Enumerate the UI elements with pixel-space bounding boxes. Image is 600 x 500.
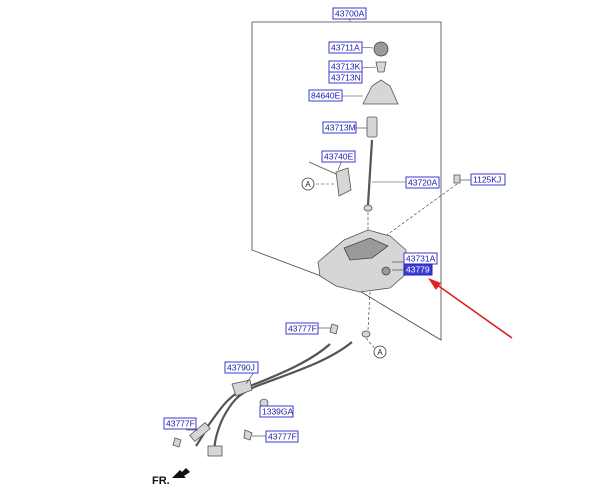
label-43711a[interactable]: 43711A xyxy=(328,41,363,54)
label-43790j-text: 43790J xyxy=(227,363,255,373)
shift-lever-rod xyxy=(366,139,374,206)
label-84640e-text: 84640E xyxy=(311,91,341,101)
label-84640e[interactable]: 84640E xyxy=(308,89,343,102)
callout-a-lower-leader xyxy=(365,337,377,351)
screw-dashed-line xyxy=(379,183,458,241)
label-43731a[interactable]: 43731A xyxy=(403,252,438,265)
label-43790j[interactable]: 43790J xyxy=(224,361,259,374)
label-43713k-text: 43713K xyxy=(331,62,361,72)
callout-a-lower-text: A xyxy=(377,348,383,357)
housing-cable-dash xyxy=(367,291,371,331)
leader-43713k xyxy=(360,66,377,69)
shifter-housing-top xyxy=(343,237,389,261)
label-43720a-text: 43720A xyxy=(408,178,438,188)
shift-knob-ball xyxy=(373,41,389,57)
lever-sleeve-part xyxy=(366,116,378,138)
label-1339ga[interactable]: 1339GA xyxy=(259,405,294,418)
front-direction-arrow-icon xyxy=(172,468,190,478)
label-43713m[interactable]: 43713M xyxy=(322,121,357,134)
label-43711a-text: 43711A xyxy=(331,43,360,53)
label-43720a[interactable]: 43720A xyxy=(405,176,440,189)
housing-mount xyxy=(381,266,391,276)
cable-end-left xyxy=(189,421,211,443)
cable-end-fitting xyxy=(361,330,371,338)
label-43713n[interactable]: 43713N xyxy=(328,71,363,84)
label-43779-text: 43779 xyxy=(406,265,430,275)
label-43700a[interactable]: 43700A xyxy=(332,7,367,20)
label-43713k[interactable]: 43713K xyxy=(328,60,363,73)
label-43777f-left-text: 43777F xyxy=(166,419,195,429)
clip-part-upper xyxy=(329,323,339,335)
label-43777f-bottom-text: 43777F xyxy=(268,432,297,442)
callout-a-upper-text: A xyxy=(305,180,311,189)
bushing-part xyxy=(375,61,387,73)
leader-43711a xyxy=(360,46,374,49)
linkage-bracket xyxy=(335,167,352,197)
label-43700a-text: 43700A xyxy=(335,9,365,19)
label-1339ga-text: 1339GA xyxy=(262,407,294,417)
clip-part-lower xyxy=(243,429,253,441)
label-43777f-bottom[interactable]: 43777F xyxy=(265,430,299,443)
clip-part-left xyxy=(172,437,182,448)
label-43713n-text: 43713N xyxy=(331,73,361,83)
shift-boot-part xyxy=(362,79,399,105)
red-pointer-arrowhead xyxy=(428,278,441,290)
red-pointer-arrow xyxy=(432,281,513,339)
label-1125kj-text: 1125KJ xyxy=(473,175,501,185)
shifter-housing xyxy=(317,229,407,293)
lever-pivot xyxy=(363,204,373,212)
callout-a-upper: A xyxy=(301,177,315,191)
shift-cable-2 xyxy=(195,343,331,447)
label-43777f-top-text: 43777F xyxy=(288,324,317,334)
assembly-frame xyxy=(251,21,442,341)
label-43779-highlighted[interactable]: 43779 xyxy=(403,263,433,276)
label-43777f-top[interactable]: 43777F xyxy=(285,322,319,335)
front-direction-label: FR. xyxy=(152,475,170,487)
callout-a-lower: A xyxy=(373,345,387,359)
label-1125kj[interactable]: 1125KJ xyxy=(470,173,506,186)
label-43777f-left[interactable]: 43777F xyxy=(163,417,197,430)
label-43731a-text: 43731A xyxy=(406,254,436,264)
cable-end-bottom xyxy=(207,445,223,457)
label-43740e[interactable]: 43740E xyxy=(321,150,356,163)
cable-grommet xyxy=(231,379,253,397)
screw-head xyxy=(453,174,461,184)
label-43713m-text: 43713M xyxy=(325,123,356,133)
label-43740e-text: 43740E xyxy=(324,152,354,162)
